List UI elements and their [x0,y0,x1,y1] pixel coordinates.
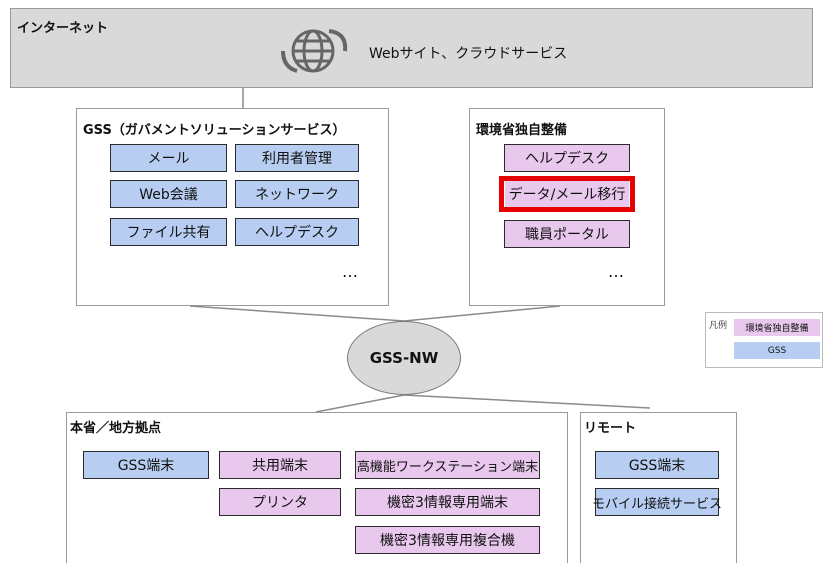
gss-ellipsis: … [342,262,360,281]
remote-panel: リモート [580,412,737,563]
env-item-staff-portal: 職員ポータル [504,220,630,248]
remote-title: リモート [584,421,637,436]
honsho-item-gss-terminal: GSS端末 [83,451,209,479]
honsho-item-confidential-mfp: 機密3情報専用複合機 [355,526,540,554]
gss-item-user-management: 利用者管理 [235,144,359,172]
honsho-title: 本省／地方拠点 [70,421,162,436]
gss-item-helpdesk: ヘルプデスク [235,218,359,246]
gss-title: GSS（ガバメントソリューションサービス） [83,123,346,138]
env-item-helpdesk: ヘルプデスク [504,144,630,172]
gss-item-web-conference: Web会議 [110,180,227,208]
env-ellipsis: … [608,262,626,281]
internet-title: インターネット [17,21,109,36]
gss-nw-node: GSS-NW [347,321,461,395]
legend-title: 凡例 [709,321,728,331]
globe-icon [279,21,355,79]
gss-item-network: ネットワーク [235,180,359,208]
honsho-item-confidential-terminal: 機密3情報専用端末 [355,488,540,516]
internet-panel: インターネット Webサイト、クラウドサービス [10,8,813,88]
env-item-data-mail-migration: データ/メール移行 [505,181,629,207]
gss-item-mail: メール [110,144,227,172]
honsho-item-workstation: 高機能ワークステーション端末 [355,451,540,479]
legend-item-gss: GSS [734,342,820,359]
honsho-item-shared-terminal: 共用端末 [219,451,341,479]
gss-item-file-sharing: ファイル共有 [110,218,227,246]
env-title: 環境省独自整備 [476,123,568,138]
remote-item-mobile-connection: モバイル接続サービス [592,488,722,516]
legend-item-env: 環境省独自整備 [734,319,820,336]
internet-label: Webサイト、クラウドサービス [369,46,568,62]
remote-item-gss-terminal: GSS端末 [595,451,719,479]
honsho-item-printer: プリンタ [219,488,341,516]
gss-nw-label: GSS-NW [369,349,439,367]
legend: 凡例 環境省独自整備 GSS [705,312,823,368]
